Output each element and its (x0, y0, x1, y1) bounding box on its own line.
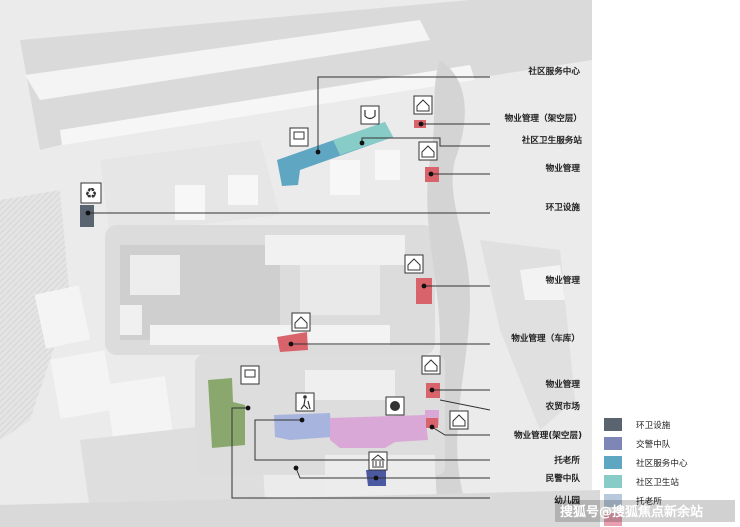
elderly-care-building (274, 413, 332, 440)
legend-label-health: 社区卫生站 (636, 476, 679, 488)
house-icon (291, 312, 311, 332)
callout-label-property-garage: 物业管理（车库） (511, 332, 580, 344)
callout-label-market: 农贸市场 (545, 400, 581, 412)
left-land (0, 190, 70, 440)
legend-label-sanitation: 环卫设施 (636, 419, 671, 431)
elderly-person-icon (295, 392, 315, 412)
legend-label-service-center: 社区服务中心 (636, 457, 688, 469)
recycle-icon: ♻ (80, 182, 102, 204)
house-icon (418, 141, 438, 161)
property-garage-building (277, 332, 308, 352)
property-2-building (416, 278, 432, 304)
market-building (330, 415, 428, 448)
callout-label-elderly-care: 托老所 (554, 454, 580, 466)
road-band-top (20, 0, 592, 150)
legend-swatch-sanitation (604, 418, 622, 431)
callout-label-kindergarten: 幼儿园 (554, 494, 580, 506)
legend-label-elderly: 托老所 (636, 495, 662, 507)
sanitation-building (80, 205, 94, 227)
callout-label-property-1: 物业管理 (546, 162, 581, 174)
property-stilt-2-building (426, 418, 438, 428)
kindergarten-board-icon (240, 365, 260, 385)
legend-swatch-health (604, 475, 622, 488)
callout-label-property-stilt-2: 物业管理(架空层) (514, 429, 582, 441)
presentation-board-icon (289, 127, 309, 147)
legend-label-traffic-police: 交警中队 (636, 438, 671, 450)
callout-label-service-center: 社区服务中心 (527, 65, 580, 77)
police-station-icon (368, 451, 388, 471)
map-legend: 环卫设施 交警中队 社区服务中心 社区卫生站 托老所 (604, 418, 688, 526)
road-top-light (25, 20, 430, 100)
road-top-2 (60, 65, 475, 145)
watermark-text: 搜狐号@搜狐焦点新余站 (560, 504, 703, 520)
legend-swatch-elderly (604, 494, 622, 507)
callout-label-health-station: 社区卫生服务站 (521, 134, 583, 146)
market-bird-icon (385, 396, 405, 416)
legend-swatch-partial (604, 513, 622, 526)
house-icon (449, 410, 469, 430)
callout-label-property-2: 物业管理 (546, 274, 581, 286)
legend-swatch-service-center (604, 456, 622, 469)
callout-label-sanitation: 环卫设施 (546, 201, 581, 213)
svg-text:♻: ♻ (85, 186, 98, 202)
watermark-bg (555, 500, 735, 522)
callout-label-police: 民警中队 (546, 472, 581, 484)
callout-label-property-stilt-1: 物业管理（架空层） (505, 112, 582, 124)
kindergarten-building (208, 378, 245, 448)
house-icon (404, 254, 424, 274)
house-icon (421, 355, 441, 375)
legend-swatch-traffic-police (604, 437, 622, 450)
stethoscope-icon (360, 105, 380, 125)
house-icon (413, 95, 433, 115)
callout-label-property-3: 物业管理 (546, 378, 581, 390)
